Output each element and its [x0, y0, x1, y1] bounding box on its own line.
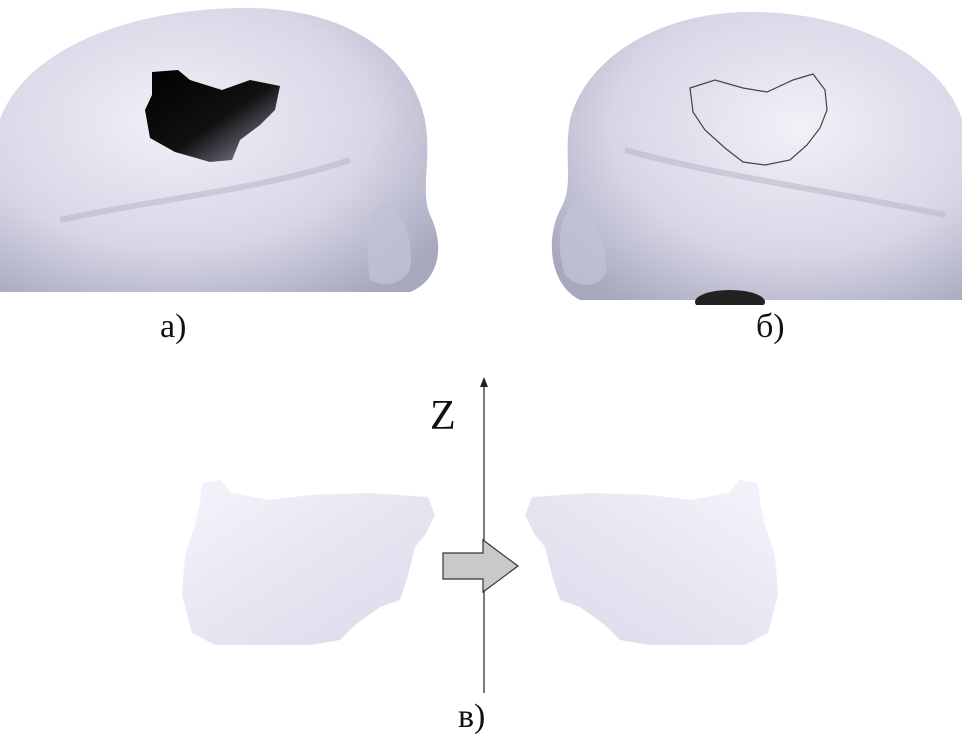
- z-axis-label: Z: [430, 395, 456, 437]
- z-axis-arrowhead: [480, 377, 488, 387]
- skull-with-contour-icon: [545, 0, 962, 305]
- skull-surface: [552, 12, 962, 300]
- panel-a: [0, 0, 450, 300]
- skull-with-defect-icon: [0, 0, 450, 300]
- panel-b: [545, 0, 962, 305]
- mirror-diagram: [170, 375, 790, 695]
- mirror-arrow-icon: [443, 540, 518, 592]
- panel-a-label: а): [160, 310, 186, 344]
- panel-v-label: в): [458, 700, 485, 734]
- mirrored-bone-patch-icon: [525, 480, 778, 645]
- panel-b-label: б): [756, 310, 785, 344]
- panel-v: [170, 375, 790, 695]
- bone-patch-icon: [182, 480, 435, 645]
